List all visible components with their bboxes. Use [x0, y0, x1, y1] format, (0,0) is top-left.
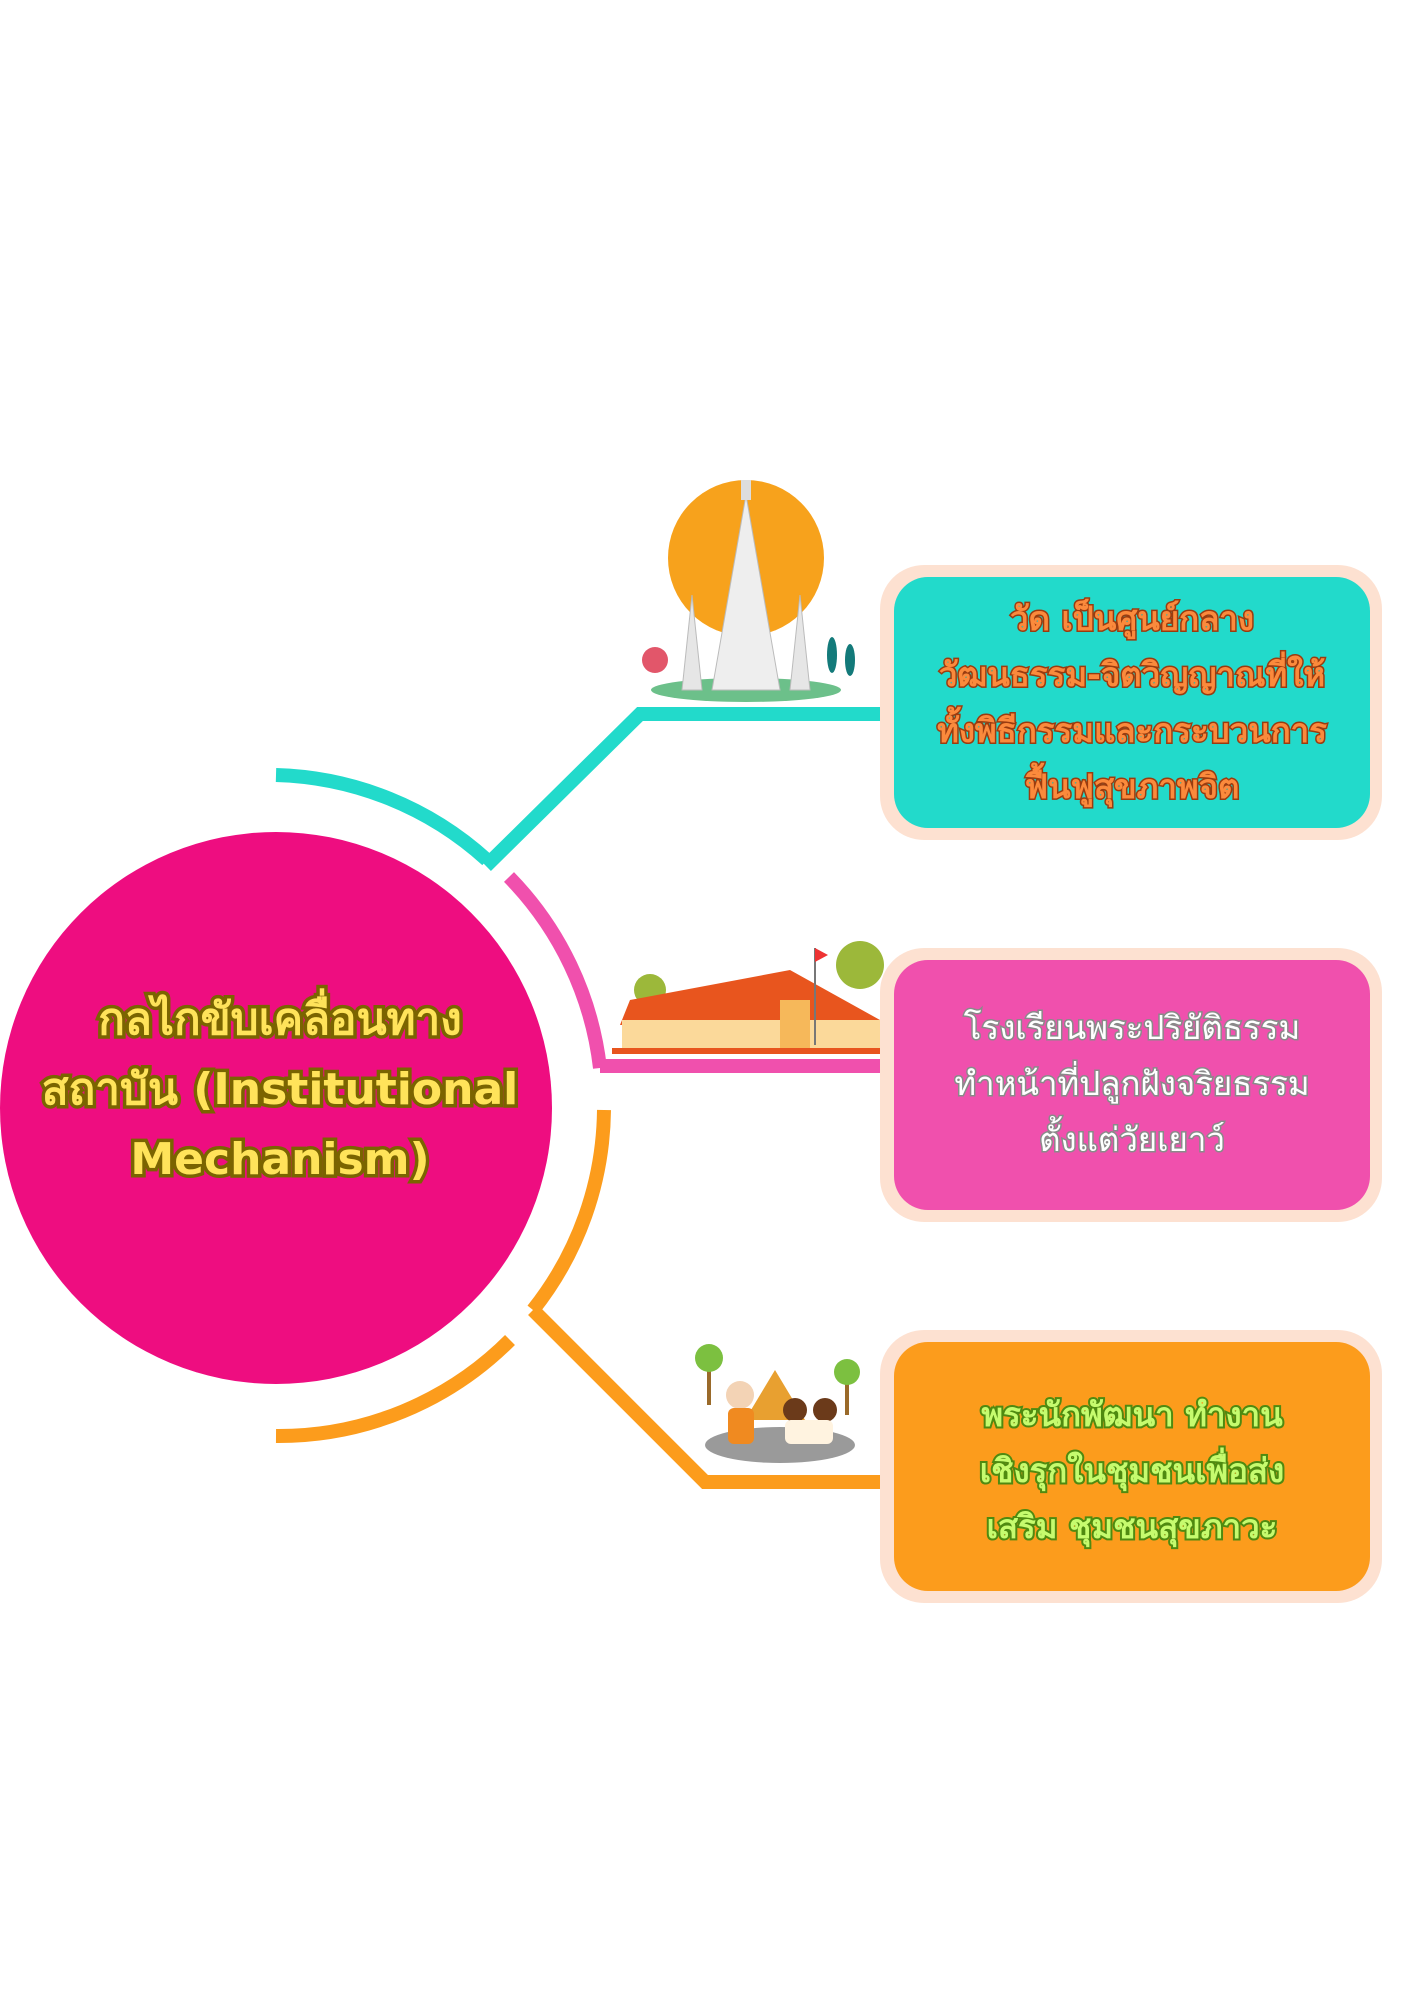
pink-arc — [503, 872, 607, 1069]
school-card-body: โรงเรียนพระปริยัติธรรม ทำหน้าที่ปลูกฝังจ… — [894, 960, 1370, 1210]
temple-card-body: วัด เป็นศูนย์กลาง วัฒนธรรม-จิตวิญญาณที่ใ… — [894, 577, 1370, 828]
teal-arc — [275, 768, 492, 866]
teal-connector — [481, 707, 880, 871]
card-text-line: ฟื้นฟูสุขภาพจิต — [1023, 765, 1241, 807]
card-text-line: ทั้งพิธีกรรมและกระบวนการ — [936, 709, 1329, 751]
orange-lower-arc — [275, 1335, 515, 1444]
orange-arc — [527, 1109, 611, 1315]
card-text-line: ทำหน้าที่ปลูกฝังจริยธรรม — [953, 1063, 1311, 1105]
center-title: กลไกขับเคลื่อนทาง สถาบัน (Institutional … — [20, 985, 540, 1195]
center-circle — [0, 832, 552, 1384]
school-card: โรงเรียนพระปริยัติธรรม ทำหน้าที่ปลูกฝังจ… — [880, 948, 1382, 1222]
temple-card: วัด เป็นศูนย์กลาง วัฒนธรรม-จิตวิญญาณที่ใ… — [880, 565, 1382, 840]
center-title-line: Mechanism) — [127, 1131, 433, 1189]
community-icon — [695, 1344, 860, 1463]
card-text-line: พระนักพัฒนา ทำงาน — [979, 1393, 1284, 1436]
card-text-line: เชิงรุกในชุมชนเพื่อส่ง — [978, 1449, 1286, 1492]
card-text-line: ตั้งแต่วัยเยาว์ — [1038, 1119, 1227, 1161]
orange-connector — [528, 1305, 880, 1489]
card-text-line: โรงเรียนพระปริยัติธรรม — [962, 1007, 1301, 1049]
school-icon — [612, 941, 897, 1054]
card-text-line: วัด เป็นศูนย์กลาง — [1009, 597, 1256, 639]
center-title-line: กลไกขับเคลื่อนทาง — [95, 991, 466, 1049]
monk-developer-card-body: พระนักพัฒนา ทำงาน เชิงรุกในชุมชนเพื่อส่ง… — [894, 1342, 1370, 1591]
center-title-line: สถาบัน (Institutional — [38, 1061, 521, 1119]
card-text-line: เสริม ชุมชนสุขภาวะ — [985, 1505, 1280, 1548]
card-text-line: วัฒนธรรม-จิตวิญญาณที่ให้ — [937, 653, 1326, 695]
temple-icon — [642, 480, 855, 702]
monk-developer-card: พระนักพัฒนา ทำงาน เชิงรุกในชุมชนเพื่อส่ง… — [880, 1330, 1382, 1603]
